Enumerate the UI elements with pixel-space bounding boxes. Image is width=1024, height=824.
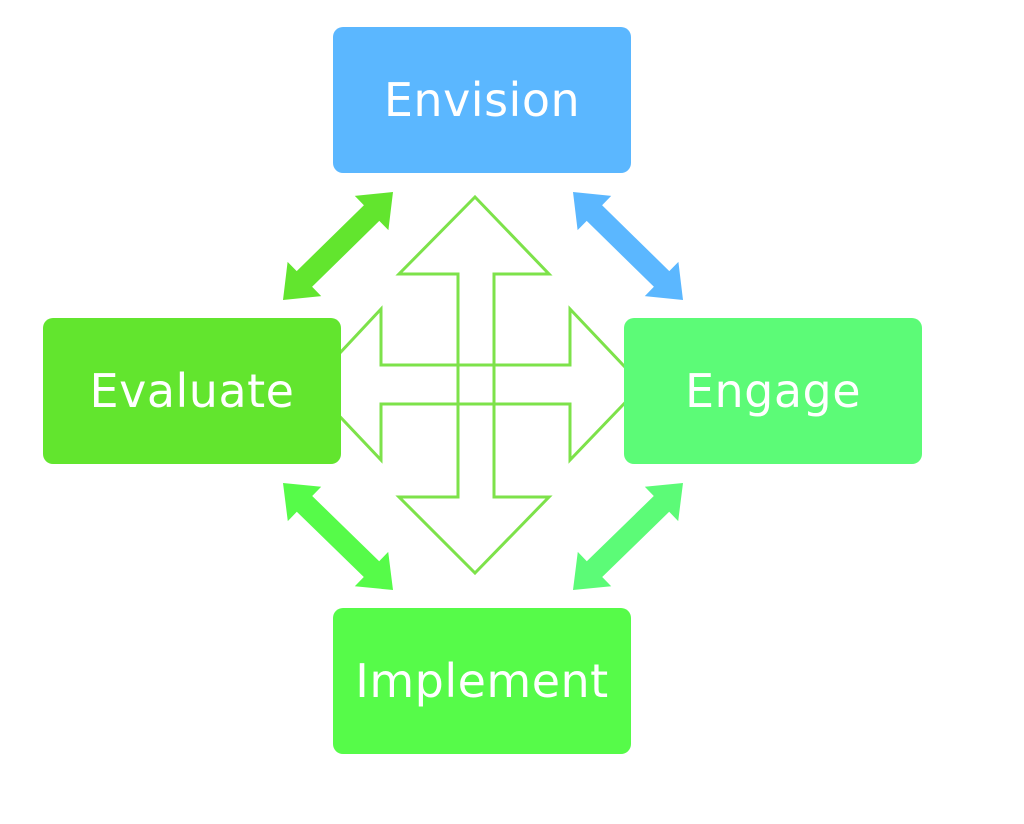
node-engage: Engage: [624, 318, 922, 464]
node-implement-label: Implement: [355, 654, 609, 708]
double-arrow-evaluate-implement: [283, 483, 393, 590]
node-evaluate-label: Evaluate: [89, 364, 295, 418]
double-arrow-envision-engage: [573, 192, 683, 300]
node-implement: Implement: [333, 608, 631, 754]
double-arrow-engage-implement: [573, 483, 683, 590]
double-arrow-envision-evaluate: [283, 192, 393, 300]
node-envision-label: Envision: [383, 73, 581, 127]
node-engage-label: Engage: [684, 364, 862, 418]
node-envision: Envision: [333, 27, 631, 173]
node-evaluate: Evaluate: [43, 318, 341, 464]
four-way-arrow-icon: [307, 194, 645, 576]
